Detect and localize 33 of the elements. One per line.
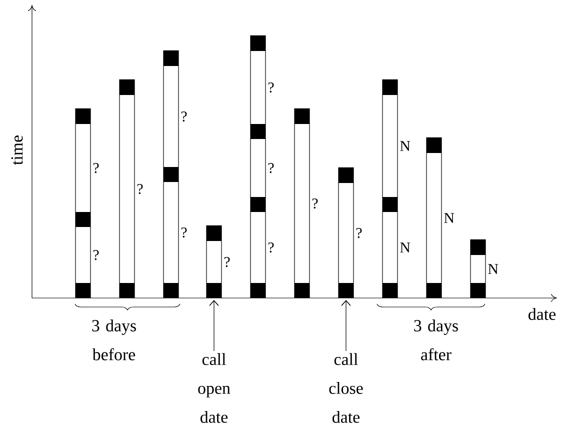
bar <box>163 50 179 298</box>
segment-label: ? <box>93 162 99 174</box>
axis-label: time <box>11 136 23 165</box>
bar <box>250 35 266 298</box>
bar <box>206 225 222 298</box>
segment-label: ? <box>356 228 362 238</box>
segment-label: ? <box>181 227 187 238</box>
bar <box>119 79 135 298</box>
bar <box>382 79 398 298</box>
segment-label: N <box>444 213 454 223</box>
bar <box>75 108 91 298</box>
segment-label: ? <box>181 111 187 122</box>
brace-label: 3 days before <box>92 320 136 360</box>
segment-label: ? <box>268 242 274 253</box>
bar <box>470 239 486 298</box>
brace-label: 3 days after <box>414 320 458 360</box>
callout-text: call open date <box>198 353 230 423</box>
bar <box>338 167 354 298</box>
bar <box>294 108 310 298</box>
segment-label: ? <box>268 82 274 93</box>
segment-label: ? <box>93 250 99 260</box>
bar <box>426 137 442 298</box>
segment-label: N <box>488 264 498 274</box>
segment-label: N <box>400 242 410 252</box>
arrow <box>209 300 219 352</box>
segment-label: ? <box>224 256 230 268</box>
arrow <box>341 300 351 352</box>
segment-label: N <box>400 141 410 151</box>
segment-label: ? <box>137 184 143 194</box>
axis-label: date <box>528 308 556 320</box>
callout-text: call close date <box>329 353 363 423</box>
segment-label: ? <box>312 198 318 209</box>
segment-label: ? <box>268 162 274 174</box>
